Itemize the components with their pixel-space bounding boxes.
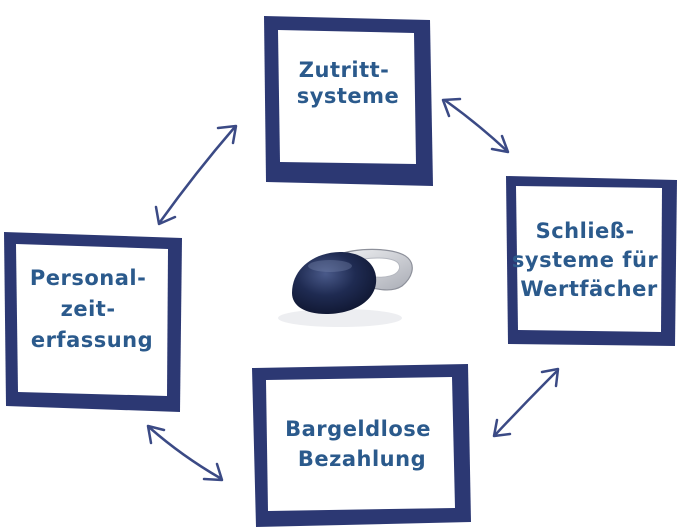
box-bargeldlose-bezahlung-label: Bargeldlose Bezahlung	[285, 417, 439, 471]
double-arrow-bottom-left	[146, 424, 224, 482]
box-personalzeiterfassung-label: Personal- zeit- erfassung	[30, 266, 154, 352]
double-arrow-right-bottom	[492, 367, 560, 438]
box-personalzeiterfassung: Personal- zeit- erfassung	[4, 232, 182, 412]
box-schliesssysteme-label: Schließ- systeme für Wertfächer	[512, 219, 666, 301]
box-zutrittsysteme: Zutritt- systeme	[264, 16, 433, 186]
box-bargeldlose-bezahlung: Bargeldlose Bezahlung	[252, 364, 471, 527]
key-fob-icon	[278, 248, 413, 327]
double-arrow-left-top	[154, 124, 238, 226]
box-schliesssysteme: Schließ- systeme für Wertfächer	[506, 176, 677, 346]
double-arrow-top-right	[441, 97, 510, 154]
box-zutrittsysteme-label: Zutritt- systeme	[297, 58, 400, 108]
